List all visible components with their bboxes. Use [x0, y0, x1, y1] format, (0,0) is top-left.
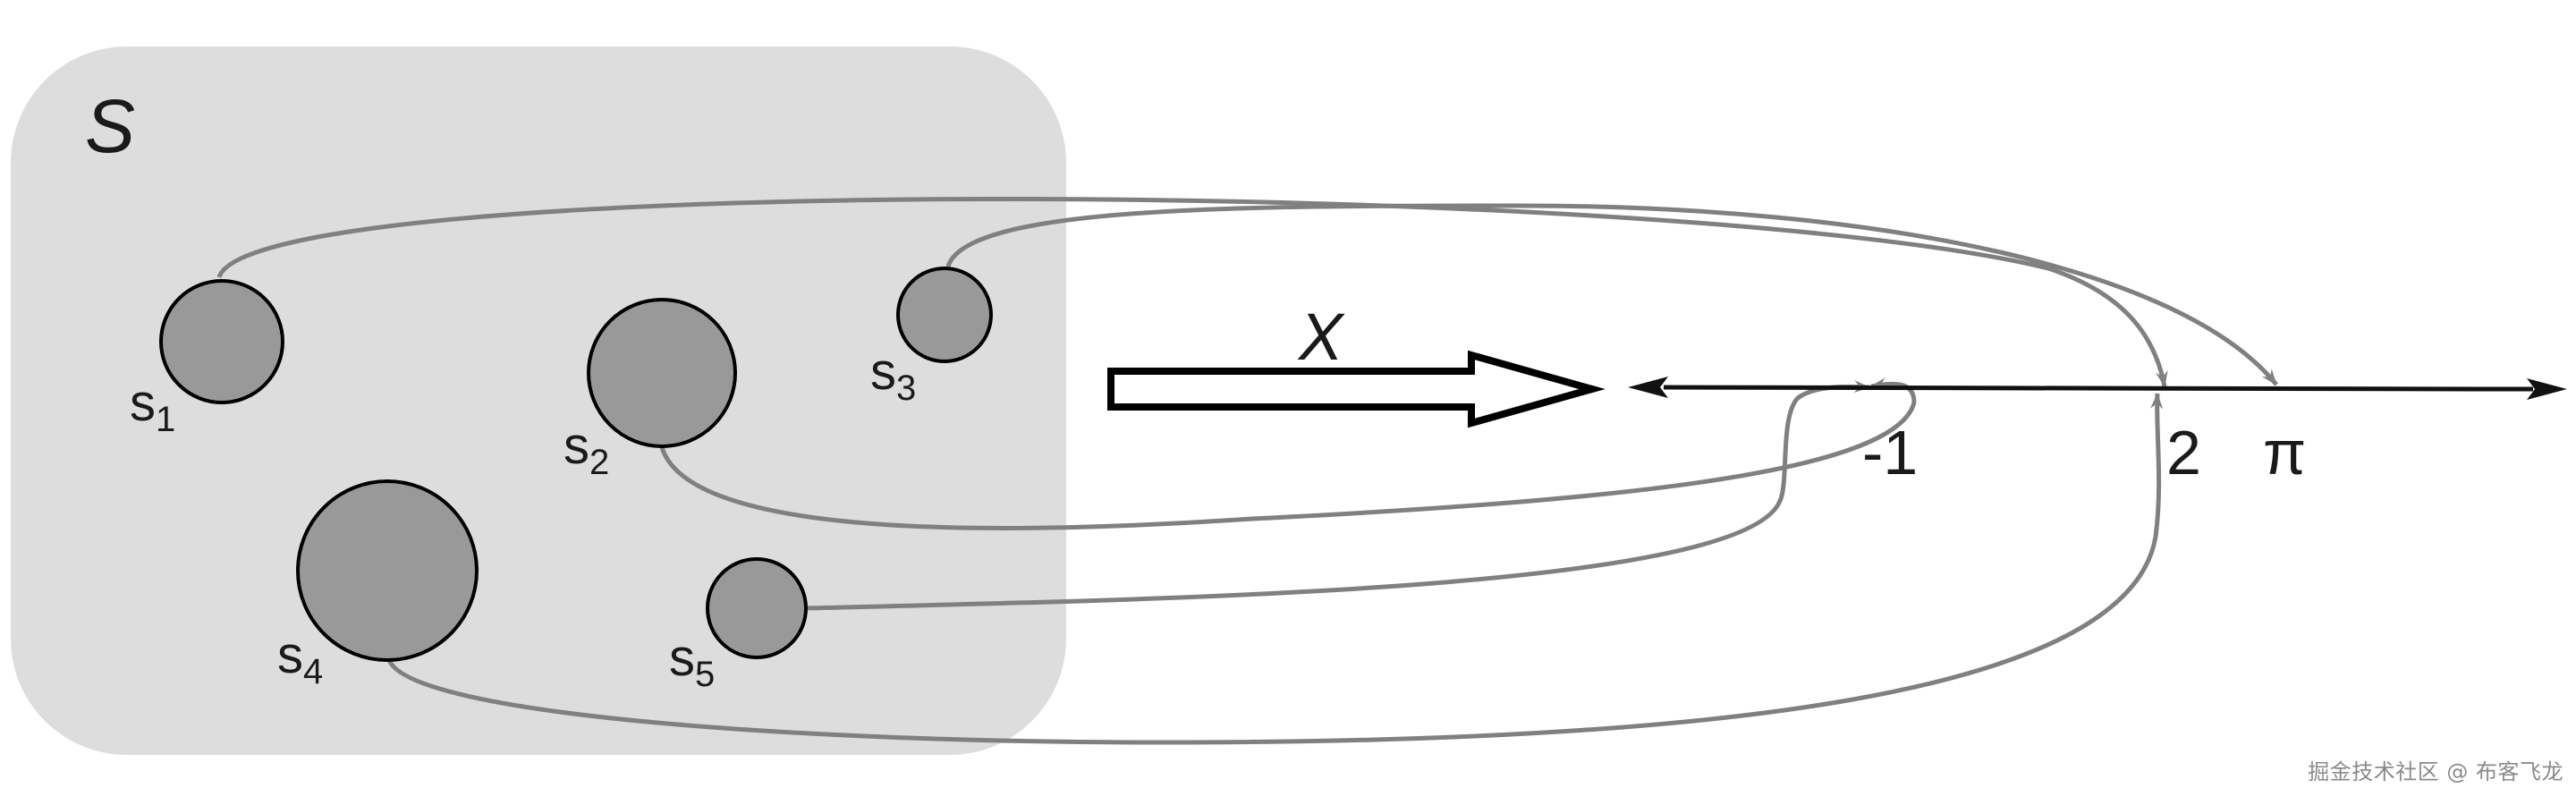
- element-s5-label: s5: [669, 629, 715, 694]
- element-s4-label: s4: [277, 626, 323, 691]
- watermark-text: 掘金技术社区 @ 布客飞龙: [2308, 759, 2563, 784]
- tick-label-minus1: -1: [1862, 418, 1918, 487]
- element-s3-circle: [896, 267, 993, 363]
- set-elements: [159, 267, 993, 662]
- set-s-region: [11, 47, 1066, 755]
- mapping-arrow-x: [1107, 350, 1606, 428]
- number-line-tick-labels: -1 2 π: [1862, 418, 2306, 487]
- element-s1-circle: [159, 279, 284, 404]
- mapping-curve-s2-to-minus1: [659, 377, 1917, 530]
- mapping-curve-s5-to-minus1: [806, 380, 1870, 611]
- element-s2-label: s2: [564, 417, 609, 482]
- element-s2-circle: [587, 298, 737, 448]
- tick-label-2: 2: [2166, 418, 2201, 487]
- element-s5-circle: [706, 557, 808, 659]
- set-label: S: [85, 84, 135, 168]
- mapping-curve-s4-to-2: [386, 393, 2164, 745]
- number-line-left-arrowhead: [1628, 377, 1668, 398]
- mapping-curves: [216, 197, 2278, 745]
- element-labels: s1 s2 s3 s4 s5: [130, 343, 916, 694]
- mapping-curve-s1-to-2: [216, 197, 2168, 387]
- number-line-right-arrowhead: [2527, 378, 2567, 400]
- mapping-label-x: X: [1297, 300, 1345, 374]
- element-s3-label: s3: [870, 343, 916, 408]
- tick-label-pi: π: [2263, 418, 2306, 487]
- number-line: [1663, 385, 2479, 392]
- element-s1-label: s1: [130, 374, 175, 439]
- mapping-curve-s3-to-pi: [945, 203, 2278, 386]
- element-s4-circle: [296, 479, 479, 662]
